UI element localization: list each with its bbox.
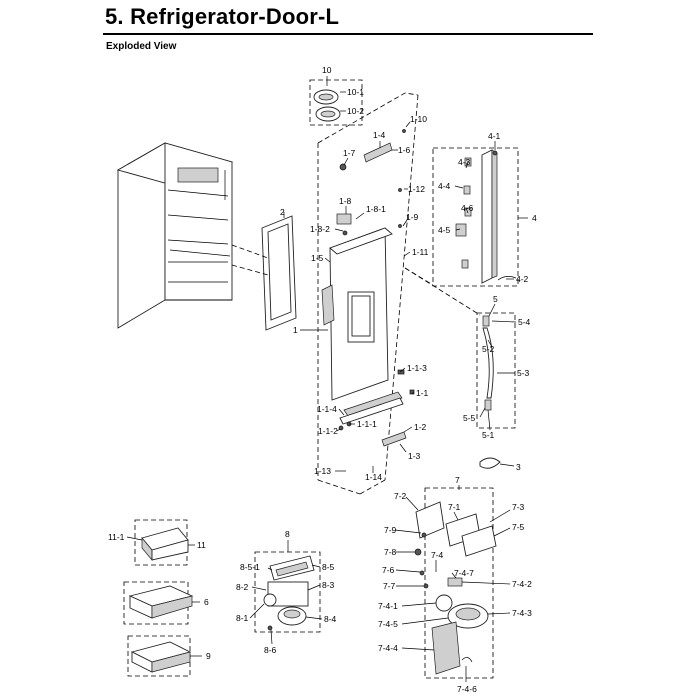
label-5-3: 5-3: [517, 368, 530, 378]
label-1-8-1: 1-8-1: [366, 204, 386, 214]
label-7-7: 7-7: [383, 581, 396, 591]
label-10: 10: [322, 65, 332, 75]
label-7-4-7: 7-4-7: [454, 568, 474, 578]
label-4-5: 4-5: [438, 225, 451, 235]
guard-part-6: [123, 581, 194, 625]
label-5-1: 5-1: [482, 430, 495, 440]
page-title: 5. Refrigerator-Door-L: [105, 4, 339, 30]
section-number: 5.: [105, 4, 124, 29]
guard-part-9: [127, 635, 192, 677]
label-7-1: 7-1: [448, 502, 461, 512]
label-4-2: 4-2: [516, 274, 529, 284]
label-1-1-4: 1-1-4: [317, 404, 337, 414]
label-8: 8: [285, 529, 290, 539]
label-7-4-6: 7-4-6: [457, 684, 477, 694]
label-6: 6: [204, 597, 209, 607]
door-gasket: [231, 215, 297, 331]
label-8-5: 8-5: [322, 562, 335, 572]
label-1-8-2: 1-8-2: [310, 224, 330, 234]
lower-frame-parts: [338, 369, 415, 447]
label-10-2: 10-2: [347, 106, 364, 116]
label-1-6: 1-6: [398, 145, 411, 155]
label-1-13: 1-13: [314, 466, 331, 476]
label-4-1: 4-1: [488, 131, 501, 141]
label-7-6: 7-6: [382, 565, 395, 575]
label-8-6: 8-6: [264, 645, 277, 655]
label-3: 3: [516, 462, 521, 472]
label-7-4: 7-4: [431, 550, 444, 560]
label-7-4-2: 7-4-2: [512, 579, 532, 589]
label-11: 11: [197, 540, 206, 550]
label-8-5-1: 8-5-1: [240, 562, 260, 572]
dispenser-assembly: [414, 501, 497, 675]
door-cap-parts: [313, 89, 341, 122]
label-7-8: 7-8: [384, 547, 397, 557]
label-7-9: 7-9: [384, 525, 397, 535]
label-1-7: 1-7: [343, 148, 356, 158]
label-5-4: 5-4: [518, 317, 531, 327]
label-1-12: 1-12: [408, 184, 425, 194]
label-7-5: 7-5: [512, 522, 525, 532]
label-7: 7: [455, 475, 460, 485]
callout-labels: 10 10-1 10-2 1-10 1-4 1-6 1-7 1-12 1-8 1…: [108, 65, 537, 694]
label-7-4-3: 7-4-3: [512, 608, 532, 618]
hinge-rod-assembly: [482, 315, 494, 411]
label-1-11: 1-11: [412, 247, 429, 257]
label-5-2: 5-2: [482, 344, 495, 354]
label-1-14: 1-14: [365, 472, 382, 482]
label-11-1: 11-1: [108, 532, 125, 542]
label-1-10: 1-10: [410, 114, 427, 124]
label-9: 9: [206, 651, 211, 661]
label-1-1-2: 1-1-2: [318, 426, 338, 436]
label-1-9: 1-9: [406, 212, 419, 222]
label-8-2: 8-2: [236, 582, 249, 592]
label-1-1: 1-1: [416, 388, 429, 398]
label-4: 4: [532, 213, 537, 223]
label-8-1: 8-1: [236, 613, 249, 623]
leader-lines: [126, 76, 528, 682]
label-5-5: 5-5: [463, 413, 476, 423]
label-4-6: 4-6: [461, 203, 474, 213]
ice-maker-assembly: [263, 555, 315, 631]
label-7-4-5: 7-4-5: [378, 619, 398, 629]
label-1: 1: [293, 325, 298, 335]
upper-hinge-parts: [336, 129, 406, 236]
door-handle: [455, 149, 517, 284]
label-1-4: 1-4: [373, 130, 386, 140]
view-subtitle: Exploded View: [106, 41, 177, 52]
label-2: 2: [280, 207, 285, 217]
label-5: 5: [493, 294, 498, 304]
title-rule: [103, 33, 593, 35]
door-panel: [321, 227, 393, 401]
label-4-4: 4-4: [438, 181, 451, 191]
label-7-3: 7-3: [512, 502, 525, 512]
label-7-4-1: 7-4-1: [378, 601, 398, 611]
label-4-3: 4-3: [458, 157, 471, 167]
label-7-2: 7-2: [394, 491, 407, 501]
label-8-4: 8-4: [324, 614, 337, 624]
section-title: Refrigerator-Door-L: [130, 4, 340, 29]
door-clip: [479, 457, 501, 469]
label-1-5: 1-5: [311, 253, 324, 263]
label-10-1: 10-1: [347, 87, 364, 97]
label-1-3: 1-3: [408, 451, 421, 461]
label-7-4-4: 7-4-4: [378, 643, 398, 653]
label-1-2: 1-2: [414, 422, 427, 432]
refrigerator-cabinet: [116, 142, 234, 329]
label-1-1-1: 1-1-1: [357, 419, 377, 429]
label-8-3: 8-3: [322, 580, 335, 590]
label-1-1-3: 1-1-3: [407, 363, 427, 373]
guard-part-11: [141, 527, 189, 561]
label-1-8: 1-8: [339, 196, 352, 206]
